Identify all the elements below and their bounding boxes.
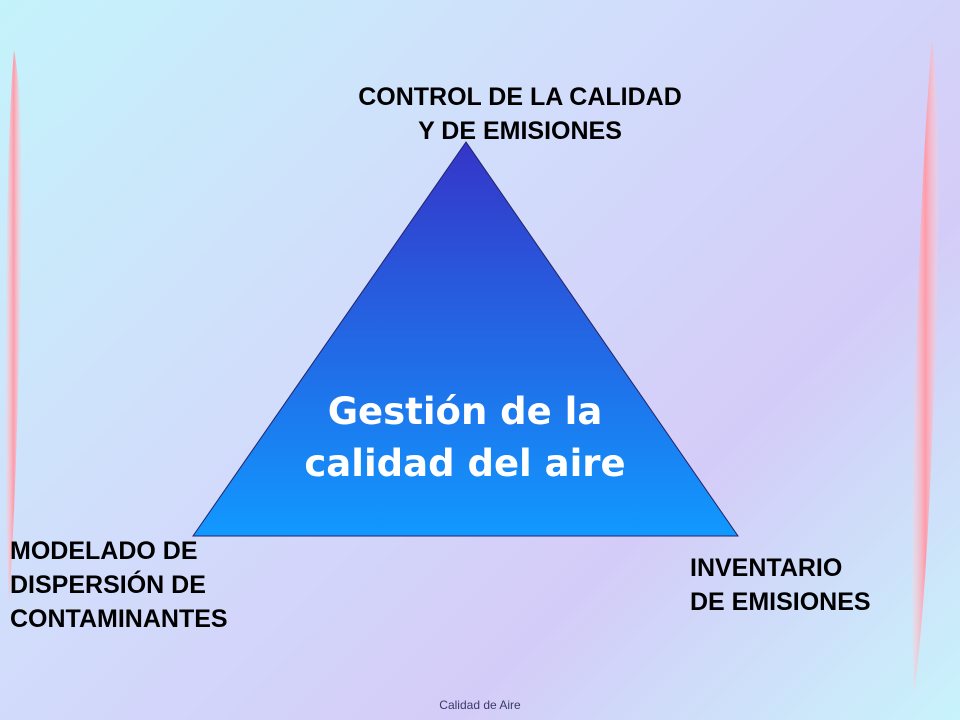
modelado-dispersion-label: MODELADO DE DISPERSIÓN DE CONTAMINANTES [10,537,228,633]
control-calidad-emisiones-label: CONTROL DE LA CALIDAD Y DE EMISIONES [358,83,682,145]
gestion-calidad-aire-title: Gestión de la calidad del aire [304,390,626,485]
left-brush-stroke-decoration [5,50,22,605]
right-brush-stroke-decoration [912,40,939,695]
inventario-emisiones-label: INVENTARIO DE EMISIONES [690,554,871,616]
footer-text: Calidad de Aire [439,698,521,712]
